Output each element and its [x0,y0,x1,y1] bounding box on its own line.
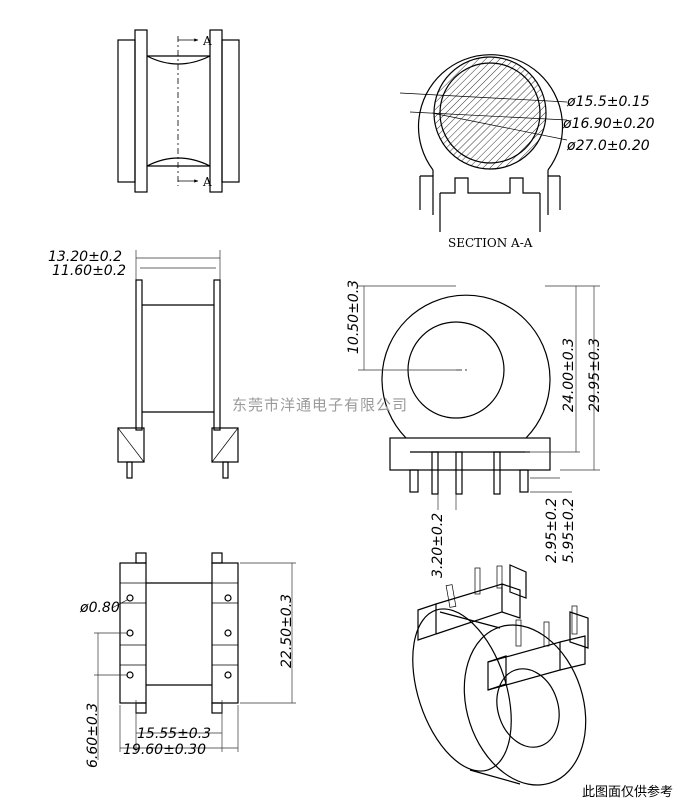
dim-core-width: 11.60±0.2 [52,263,126,279]
dim-pin-pitch: 3.20±0.2 [430,513,446,578]
dim-bottom-height: 22.50±0.3 [279,594,295,668]
dim-bottom-inner-width: 15.55±0.3 [137,726,211,742]
dim-bottom-offset: 6.60±0.3 [85,703,101,768]
dim-pin-diameter: ø0.80 [79,600,120,616]
dim-pin-length-a: 2.95±0.2 [544,498,560,563]
dim-outer-diameter: ø27.0±0.20 [566,138,650,154]
dim-bottom-outer-width: 19.60±0.30 [123,742,206,758]
front-view: 13.20±0.2 11.60±0.2 [48,249,239,479]
side-view-top: A A [117,29,240,193]
dim-hole-offset: 10.50±0.3 [346,280,362,354]
dim-pin-length-b: 5.95±0.2 [561,498,577,563]
reference-note: 此图面仅供参考 [581,785,673,800]
section-label: SECTION A-A [448,236,533,250]
section-view: ø15.5±0.15 ø16.90±0.20 ø27.0±0.20 SECTIO… [399,54,655,250]
isometric-view [412,564,589,786]
dim-mid-diameter: ø16.90±0.20 [562,116,655,132]
dim-height-main: 24.00±0.3 [561,338,577,412]
dim-inner-diameter: ø15.5±0.15 [566,94,650,110]
watermark: 东莞市洋通电子有限公司 [232,396,408,414]
section-marker-bottom: A [202,175,212,189]
bottom-view: ø0.80 22.50±0.3 6.60±0.3 15.55±0.3 19.60… [79,552,296,768]
dim-flange-width: 13.20±0.2 [48,249,122,265]
dim-height-total: 29.95±0.3 [587,338,603,412]
end-view: 10.50±0.3 24.00±0.3 29.95±0.3 2.95±0.2 5… [346,280,603,578]
section-marker-top: A [202,34,212,48]
